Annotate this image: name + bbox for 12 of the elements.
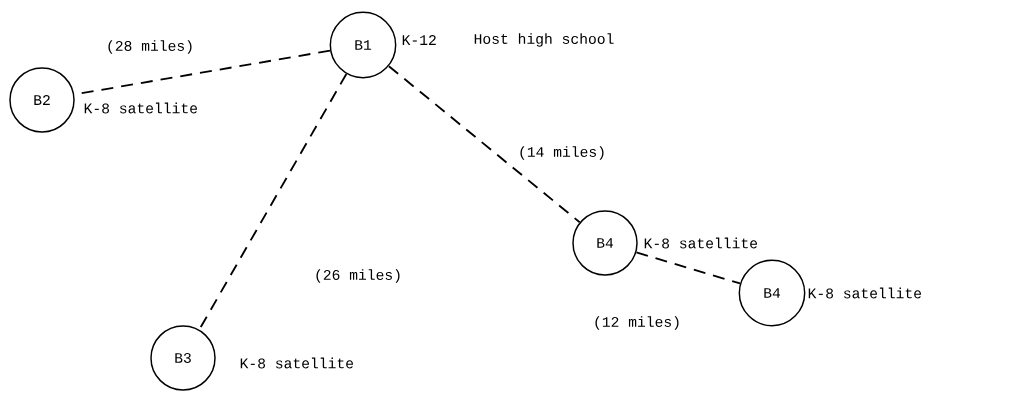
distance-label: (26 miles) [312, 267, 404, 285]
school-label: K-8 satellite [84, 102, 197, 114]
dashed-connector [635, 251, 741, 285]
distance-label: (12 miles) [591, 314, 683, 332]
distance-label: (14 miles) [516, 144, 608, 162]
school-label: K-8 satellite [644, 237, 757, 249]
dashed-connector [387, 65, 581, 224]
school-label: K-8 satellite [240, 357, 353, 369]
school-label: K-8 satellite [808, 287, 922, 299]
distance-label: (28 miles) [104, 38, 196, 56]
school-label: K-12 [402, 35, 436, 45]
school-label: Host high school [474, 33, 614, 47]
